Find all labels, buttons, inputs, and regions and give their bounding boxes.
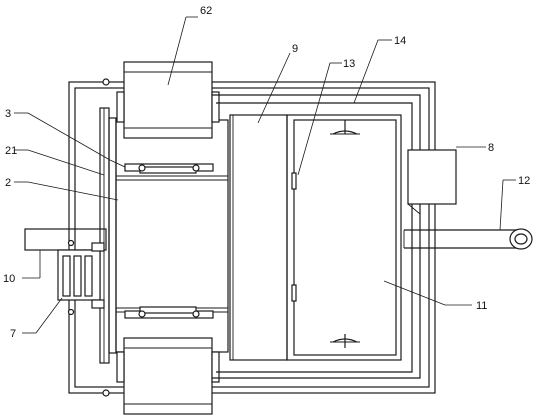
label-7: 7	[10, 328, 16, 340]
label-21: 21	[5, 145, 17, 157]
label-3: 3	[5, 108, 11, 120]
upper-clamp	[109, 159, 214, 174]
plate-9	[229, 114, 288, 361]
outer-housing	[68, 81, 436, 394]
top-motor-block	[116, 61, 220, 139]
nozzle-bottom	[330, 334, 360, 348]
label-9: 9	[292, 43, 298, 55]
nozzle-top	[330, 120, 360, 135]
label-8: 8	[488, 142, 494, 154]
label-14: 14	[394, 35, 406, 47]
label-2: 2	[5, 177, 11, 189]
fixture-7	[57, 242, 105, 309]
bottom-motor-block	[116, 337, 220, 415]
label-62: 62	[200, 5, 212, 17]
pipe-frame-14	[212, 94, 421, 379]
label-11: 11	[476, 300, 487, 312]
label-13: 13	[343, 58, 355, 70]
label-10: 10	[3, 273, 15, 285]
outlet-pipe-12	[403, 228, 533, 250]
box-8	[407, 149, 457, 215]
side-plate-assembly	[99, 107, 117, 364]
callout-labels: 62 9 13 14 3 21 2 8 12 10 7 11	[3, 5, 530, 340]
lower-clamp	[124, 306, 214, 319]
bolts	[67, 78, 110, 397]
label-12: 12	[518, 175, 530, 187]
chamber-11	[286, 114, 402, 361]
leader-lines	[14, 16, 516, 334]
